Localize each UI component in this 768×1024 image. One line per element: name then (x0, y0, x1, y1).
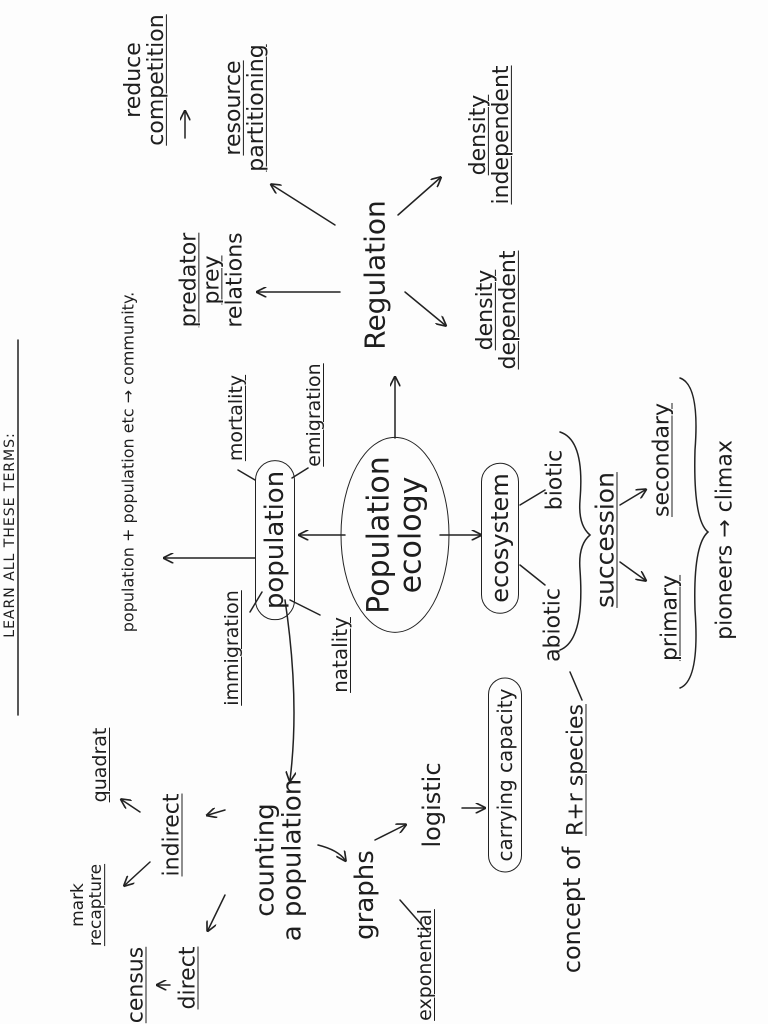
density-independent-node: density independent (465, 65, 514, 205)
link-counting-direct (208, 894, 226, 930)
link-graphs-exponential (399, 899, 429, 933)
predator-prey-node: predator prey relations (176, 232, 248, 328)
density-independent-line1: density (465, 94, 491, 176)
link-indirect-mark (125, 861, 151, 885)
biotic-label: biotic (542, 449, 568, 511)
natality-label: natality (328, 617, 352, 693)
succession-label: succession (590, 472, 620, 608)
succession-brace (679, 377, 710, 689)
counting-line1: counting (250, 803, 281, 917)
population-ecology-line1: Population (361, 456, 397, 614)
ecosystem-node: ecosystem (481, 462, 519, 614)
primary-label: primary (657, 574, 683, 662)
recapture-line: recapture (86, 863, 106, 947)
ecosystem-brace (559, 431, 592, 651)
link-population-immigration (249, 591, 263, 613)
quadrat-label: quadrat (89, 727, 111, 803)
link-counting-graphs (317, 844, 345, 860)
link-population-emigration (291, 467, 309, 479)
link-succession-secondary (619, 490, 645, 506)
link-regulation-resource (272, 185, 336, 226)
prey-line: prey (199, 255, 225, 305)
counting-line2: a population (278, 778, 308, 942)
link-population-natality (289, 599, 321, 616)
census-label: census (123, 946, 149, 1024)
emigration-label: emigration (303, 363, 325, 467)
exponential-label: exponential (414, 909, 436, 1021)
immigration-label: immigration (221, 590, 243, 706)
page-header: LEARN ALL THESE TERMS: (2, 432, 18, 638)
resource-partitioning-node: resource partitioning (220, 44, 269, 172)
secondary-label: secondary (649, 402, 675, 518)
population-ecology-line2: ecology (393, 476, 428, 594)
reduce-competition-node: reduce competition (120, 14, 169, 146)
r-k-species-label: R+r species (563, 704, 589, 836)
pioneers-climax-label: pioneers → climax (712, 440, 738, 640)
mark-recapture-node: mark recapture (68, 863, 106, 947)
resource-line: resource (220, 60, 246, 156)
population-node: population (255, 459, 295, 621)
link-regulation-dep (404, 291, 445, 325)
density-dependent-line2: dependent (496, 250, 521, 370)
link-regulation-indep (397, 178, 440, 216)
community-phrase: population + population etc → community. (118, 291, 138, 633)
predator-line: predator (176, 232, 202, 328)
graphs-label: graphs (350, 850, 380, 940)
link-population-mortality (237, 469, 256, 481)
link-counting-indirect (208, 810, 226, 815)
density-dependent-node: density dependent (472, 250, 521, 370)
indirect-label: indirect (159, 793, 185, 877)
regulation-node: Regulation (358, 200, 392, 350)
concept-of-label: concept of (558, 846, 586, 974)
link-ecosystem-biotic (519, 489, 546, 506)
partitioning-line: partitioning (244, 44, 269, 172)
mortality-label: mortality (225, 374, 247, 462)
link-graphs-logistic (374, 825, 405, 841)
logistic-label: logistic (418, 762, 446, 848)
density-independent-line2: independent (489, 65, 514, 205)
abiotic-label: abiotic (540, 588, 566, 662)
competition-line: competition (144, 14, 169, 146)
link-population-counting (284, 599, 294, 780)
carrying-brace (569, 671, 583, 701)
direct-label: direct (175, 946, 201, 1010)
link-succession-primary (619, 561, 645, 580)
population-ecology-node: Population ecology (340, 437, 450, 633)
relations-line: relations (222, 232, 248, 328)
link-ecosystem-abiotic (519, 564, 546, 586)
link-indirect-quadrat (122, 800, 141, 813)
density-dependent-line1: density (472, 269, 498, 351)
carrying-capacity-node: carrying capacity (488, 677, 522, 873)
reduce-line: reduce (120, 42, 146, 118)
counting-population-node: counting a population (250, 778, 308, 942)
